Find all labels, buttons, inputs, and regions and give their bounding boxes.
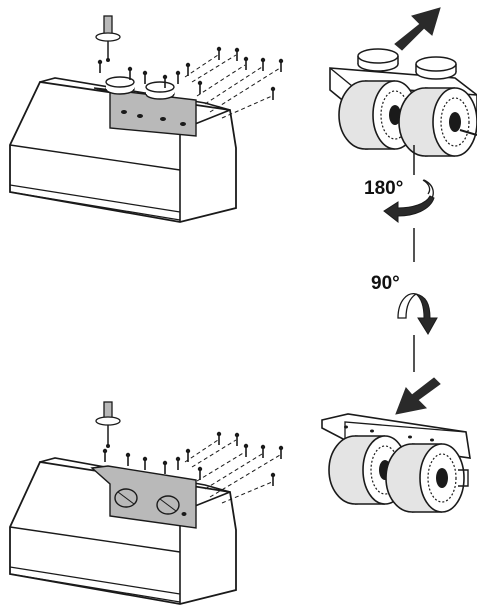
- arrow-up-right-icon: [394, 7, 441, 51]
- damper-screw-top: [95, 15, 121, 62]
- mounting-plate-bottom: [90, 465, 197, 529]
- damper-screw-bottom: [95, 401, 121, 448]
- hood-bottom: [9, 401, 285, 605]
- rotate-curved-arrow-icon: [383, 179, 435, 224]
- arrow-down-left-icon: [395, 377, 441, 415]
- rotation-90-label: 90°: [371, 273, 400, 294]
- hood-top: [9, 15, 285, 223]
- blower-assembly-bottom: [321, 413, 471, 513]
- guide-lines-bottom: [184, 439, 281, 504]
- guide-lines-top: [184, 54, 281, 119]
- rotate-down-arrow-icon: [397, 293, 438, 335]
- rotation-180-label: 180°: [364, 178, 403, 199]
- loose-screws-top: [216, 45, 285, 101]
- mounting-plate-top: [93, 76, 197, 137]
- blower-assembly-top: [329, 48, 477, 157]
